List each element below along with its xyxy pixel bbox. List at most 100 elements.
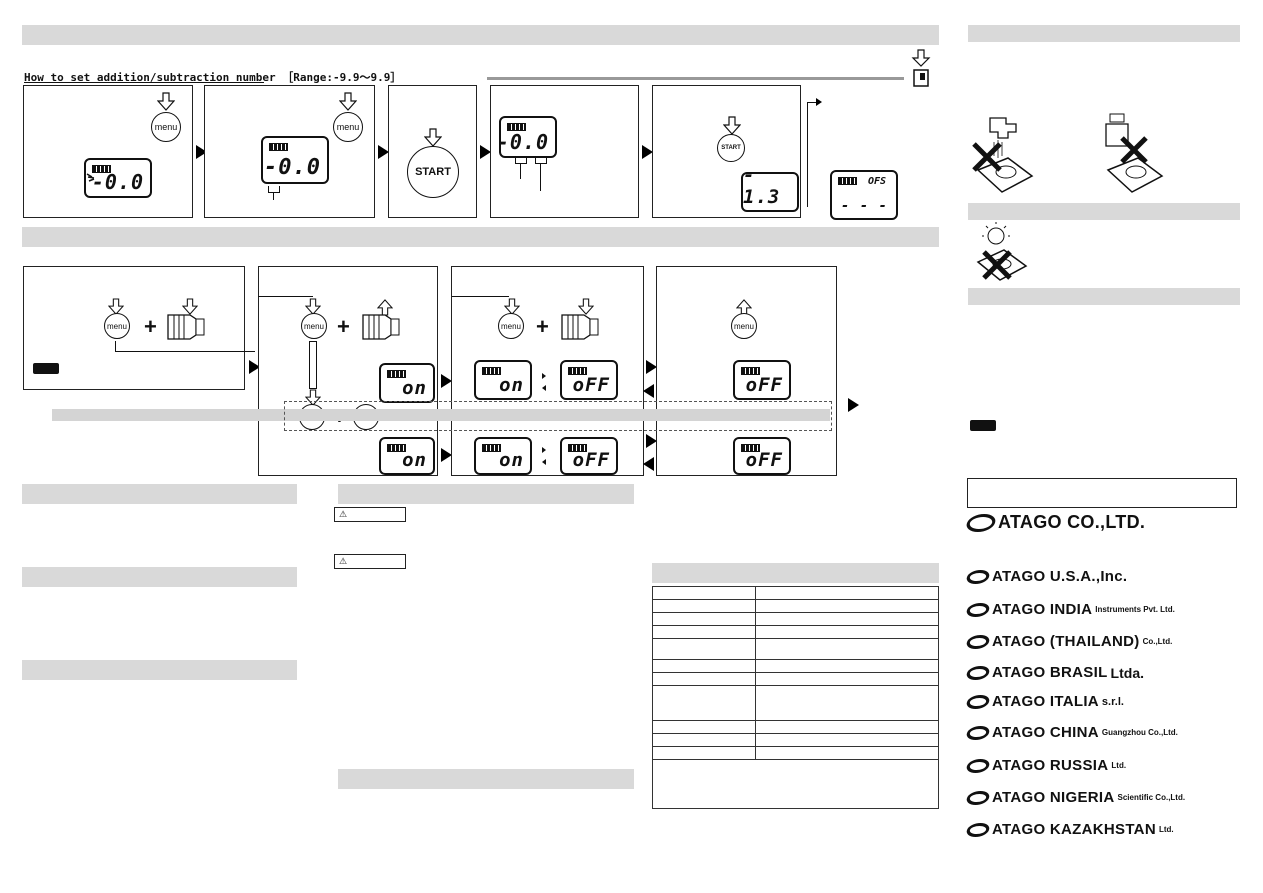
company-logo: ATAGO KAZAKHSTAN Ltd. — [964, 821, 1174, 838]
section-bar-specs — [652, 563, 939, 583]
title-rule — [487, 77, 904, 80]
menu-button[interactable]: menu — [333, 112, 363, 142]
company-logo: ATAGO ITALIA s.r.l. — [964, 693, 1124, 710]
digit-callout-line — [535, 158, 547, 164]
digit-callout-line — [515, 158, 527, 164]
battery-icon — [838, 177, 857, 185]
logo-suffix: Scientific Co.,Ltd. — [1117, 793, 1186, 802]
device-side-icon — [561, 314, 599, 340]
logo-name: ATAGO ITALIA — [992, 693, 1099, 710]
atago-mark-icon — [963, 513, 999, 532]
company-logo: ATAGO INDIA Instruments Pvt. Ltd. — [964, 601, 1175, 618]
company-logo: ATAGO RUSSIA Ltd. — [964, 757, 1127, 774]
press-arrow-icon — [723, 116, 741, 135]
lcd-display: -0.0 — [261, 136, 329, 184]
lcd-value: -0.0 — [499, 130, 549, 154]
setting-box-1: menu + — [23, 266, 255, 390]
press-arrow-icon — [504, 298, 520, 315]
menu-button[interactable]: menu — [498, 313, 524, 339]
lcd-display: -0.0 — [84, 158, 152, 198]
flow-arrow-back — [643, 384, 654, 398]
toggle-arrow-right — [542, 373, 546, 379]
company-logo: ATAGO BRASIL Ltda. — [964, 664, 1144, 681]
table-row — [652, 685, 939, 721]
lcd-on-display: on — [379, 363, 435, 403]
flow-arrow — [480, 145, 491, 159]
atago-mark-icon — [964, 822, 992, 837]
battery-icon — [269, 143, 288, 151]
section-bar-top — [22, 25, 939, 45]
logo-suffix: Instruments Pvt. Ltd. — [1095, 605, 1175, 614]
lcd-value: oFF — [745, 374, 783, 396]
step-box-2: menu -0.0 — [204, 85, 375, 218]
section-bar-4 — [22, 567, 297, 587]
table-row — [652, 638, 939, 660]
sign-callout-line — [273, 192, 274, 200]
caution-tag: ⚠ — [334, 554, 406, 569]
lcd-value: -0.0 — [91, 170, 144, 194]
company-logo: ATAGO CHINA Guangzhou Co.,Ltd. — [964, 724, 1178, 741]
start-button[interactable]: START — [407, 146, 459, 198]
company-logo: ATAGO NIGERIA Scientific Co.,Ltd. — [964, 789, 1186, 806]
atago-mark-icon — [964, 694, 992, 709]
logo-name: ATAGO (THAILAND) — [992, 633, 1140, 650]
flow-arrow-back — [643, 457, 654, 471]
flow-arrow — [441, 448, 452, 462]
plus-icon: + — [144, 314, 157, 339]
table-row — [652, 599, 939, 613]
table-row — [652, 746, 939, 760]
plus-icon: + — [337, 314, 350, 339]
lcd-value: -0.0 — [264, 155, 321, 180]
logo-suffix: Guangzhou Co.,Ltd. — [1101, 728, 1178, 737]
logo-name: ATAGO NIGERIA — [992, 789, 1115, 806]
company-logo: ATAGO (THAILAND) Co.,Ltd. — [964, 633, 1172, 650]
press-arrow-icon — [157, 92, 175, 111]
callout-line — [115, 351, 255, 352]
battery-icon — [568, 367, 587, 375]
company-logo: ATAGO CO.,LTD. — [963, 512, 1145, 533]
table-row — [652, 625, 939, 639]
lcd-off-display: oFF — [733, 437, 791, 475]
press-arrow-icon — [578, 298, 594, 315]
ofs-label: OFS — [867, 176, 886, 187]
atago-mark-icon — [964, 665, 992, 680]
atago-mark-icon — [964, 790, 992, 805]
lcd-value: oFF — [572, 449, 610, 471]
lcd-on-display: on — [474, 437, 532, 475]
atago-mark-icon — [964, 634, 992, 649]
lcd-on-display: on — [379, 437, 435, 475]
flow-arrow — [378, 145, 389, 159]
section-bar-right-2 — [968, 203, 1240, 220]
branch-line — [807, 102, 808, 207]
start-button[interactable]: START — [717, 134, 745, 162]
flow-arrow — [646, 434, 657, 448]
menu-button[interactable]: menu — [301, 313, 327, 339]
lcd-value: oFF — [572, 374, 610, 396]
flow-arrow — [196, 145, 207, 159]
section-bar-6 — [338, 484, 634, 504]
lcd-off-display: oFF — [560, 437, 618, 475]
menu-button[interactable]: menu — [151, 112, 181, 142]
lcd-display: -0.0 — [499, 116, 557, 158]
logo-suffix: Ltd. — [1111, 761, 1127, 770]
press-arrow-icon — [182, 298, 198, 315]
table-row — [652, 733, 939, 747]
press-arrow-icon — [339, 92, 357, 111]
battery-icon — [387, 370, 406, 378]
toggle-arrow-right — [542, 447, 546, 453]
title-underline — [24, 82, 264, 83]
logo-name: ATAGO RUSSIA — [992, 757, 1109, 774]
menu-button[interactable]: menu — [731, 313, 757, 339]
digit-callout-line — [540, 163, 541, 191]
ofs-value: - - - — [840, 198, 888, 214]
battery-icon — [741, 367, 760, 375]
device-side-icon — [167, 314, 205, 340]
section-bar-right-3 — [968, 288, 1240, 305]
menu-button[interactable]: menu — [104, 313, 130, 339]
table-row — [652, 612, 939, 626]
table-row — [652, 659, 939, 673]
note-chip — [33, 363, 59, 374]
logo-suffix: Ltda. — [1110, 664, 1144, 681]
notice-box — [967, 478, 1237, 508]
lcd-on-display: on — [474, 360, 532, 400]
